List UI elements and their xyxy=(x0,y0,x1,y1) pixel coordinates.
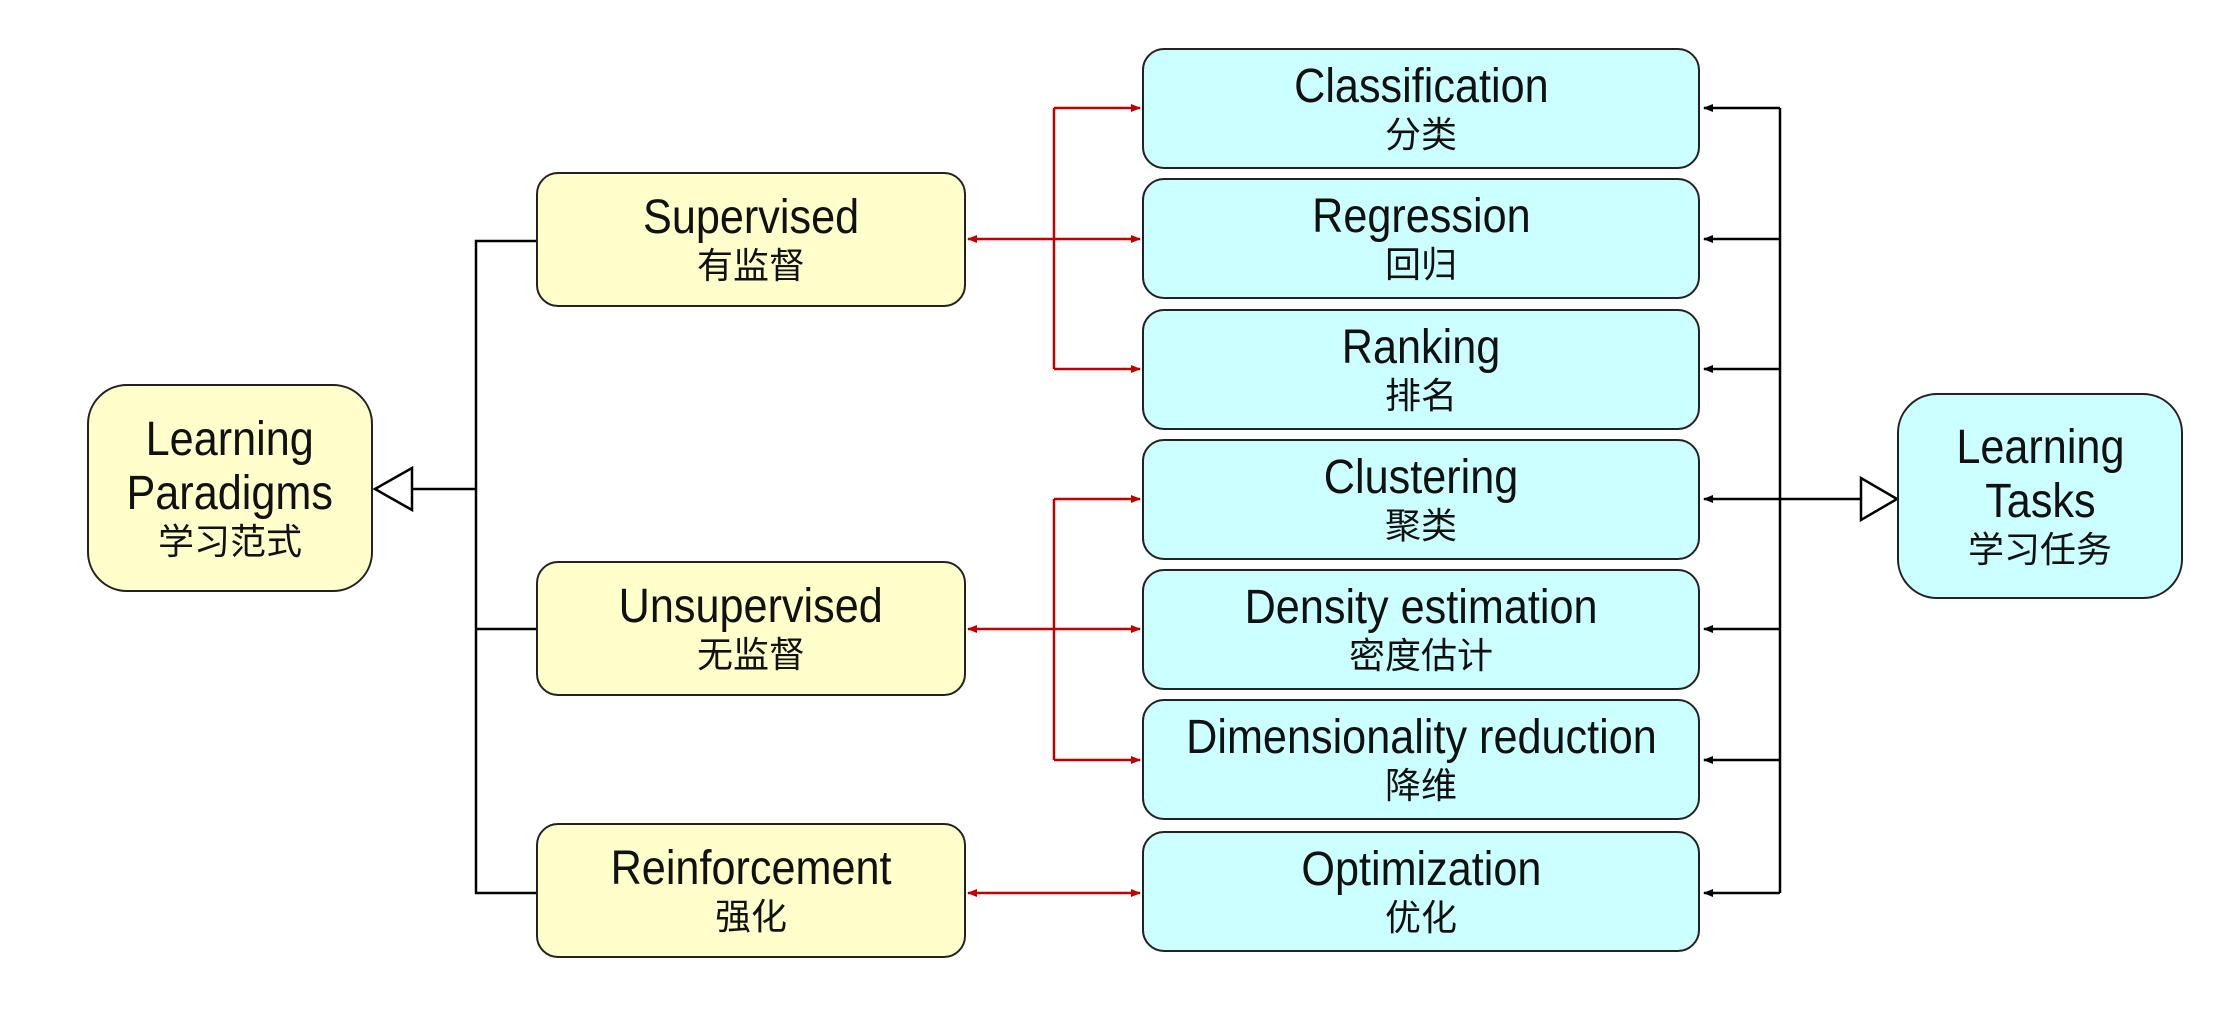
task-label: Regression xyxy=(1311,190,1531,244)
paradigm-unsupervised-box: Unsupervised 无监督 xyxy=(536,561,966,696)
task-density-estimation-box: Density estimation 密度估计 xyxy=(1142,569,1700,690)
paradigm-label: Reinforcement xyxy=(610,842,892,896)
paradigm-label: Unsupervised xyxy=(618,580,884,634)
paradigm-reinforcement-box: Reinforcement 强化 xyxy=(536,823,966,958)
task-ranking-box: Ranking 排名 xyxy=(1142,309,1700,430)
task-label: Clustering xyxy=(1323,451,1519,505)
unsupervised-links xyxy=(967,495,1141,764)
task-label-zh: 密度估计 xyxy=(1348,636,1493,678)
supervised-links xyxy=(967,104,1141,373)
task-classification-box: Classification 分类 xyxy=(1142,48,1700,169)
learning-paradigms-label: Learning Paradigms xyxy=(126,413,334,520)
paradigm-tree-lines xyxy=(412,239,536,895)
task-label-zh: 排名 xyxy=(1384,376,1457,418)
task-label: Ranking xyxy=(1341,321,1501,375)
learning-tasks-box: Learning Tasks 学习任务 xyxy=(1897,393,2183,599)
inheritance-triangle-right xyxy=(1859,475,1900,523)
task-label: Classification xyxy=(1293,60,1549,114)
paradigm-label-zh: 强化 xyxy=(714,897,787,939)
task-label: Dimensionality reduction xyxy=(1185,711,1657,765)
task-optimization-box: Optimization 优化 xyxy=(1142,831,1700,952)
paradigm-label: Supervised xyxy=(642,191,860,245)
task-label: Optimization xyxy=(1300,843,1542,897)
paradigm-label-zh: 有监督 xyxy=(696,246,805,288)
learning-tasks-label: Learning Tasks xyxy=(1955,421,2125,528)
inheritance-triangle-left xyxy=(372,465,414,513)
paradigm-supervised-box: Supervised 有监督 xyxy=(536,172,966,307)
task-tree-lines xyxy=(1778,108,1861,893)
task-arrows xyxy=(1703,104,1780,897)
task-label-zh: 回归 xyxy=(1384,245,1457,287)
learning-paradigms-box: Learning Paradigms 学习范式 xyxy=(87,384,373,592)
task-clustering-box: Clustering 聚类 xyxy=(1142,439,1700,560)
learning-tasks-label-zh: 学习任务 xyxy=(1967,529,2112,571)
task-label-zh: 聚类 xyxy=(1384,506,1457,548)
task-label-zh: 优化 xyxy=(1384,898,1457,940)
task-label-zh: 降维 xyxy=(1384,766,1457,808)
paradigm-label-zh: 无监督 xyxy=(696,635,805,677)
task-label-zh: 分类 xyxy=(1384,115,1457,157)
task-regression-box: Regression 回归 xyxy=(1142,178,1700,299)
learning-paradigms-label-zh: 学习范式 xyxy=(157,521,302,563)
task-label: Density estimation xyxy=(1244,581,1598,635)
task-dimensionality-reduction-box: Dimensionality reduction 降维 xyxy=(1142,699,1700,820)
